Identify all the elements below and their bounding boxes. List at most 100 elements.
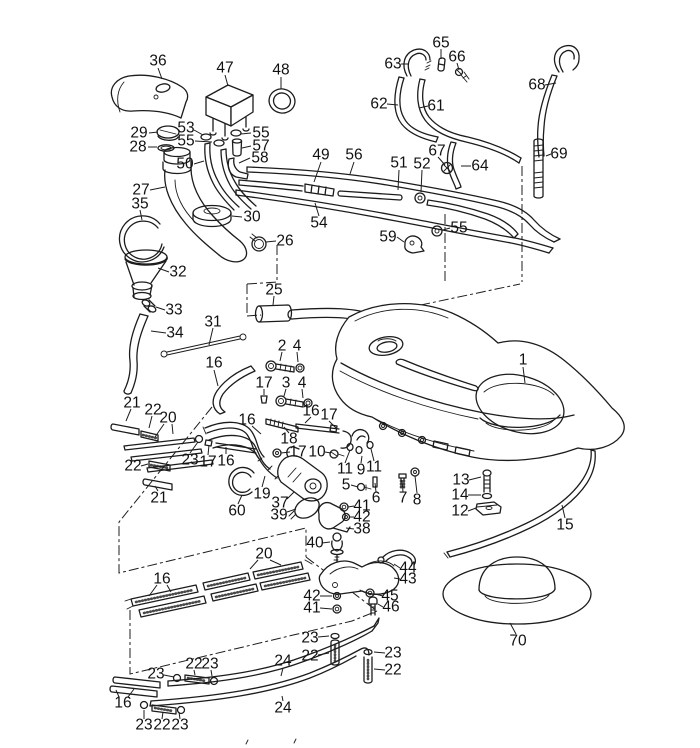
callout-3: 3 — [282, 375, 291, 392]
elbow-fitting — [351, 429, 370, 444]
strap-hardware — [475, 469, 502, 516]
callout-30: 30 — [243, 209, 261, 226]
tube-64 — [446, 141, 462, 190]
vent-hose-34 — [123, 313, 149, 395]
callout-45: 45 — [381, 588, 398, 605]
washer-4 — [295, 363, 305, 373]
callout-17: 17 — [320, 407, 337, 424]
callout-13: 13 — [452, 472, 469, 489]
callout-60: 60 — [228, 503, 246, 520]
relay-box-47 — [205, 84, 254, 141]
callout-63: 63 — [384, 56, 401, 73]
callout-38: 38 — [353, 521, 370, 538]
callout-18: 18 — [280, 431, 297, 448]
nut-23 — [330, 632, 340, 640]
callout-16: 16 — [205, 355, 222, 372]
clip-65 — [437, 57, 446, 72]
callout-4: 4 — [293, 338, 302, 355]
nut-67 — [440, 161, 454, 175]
callout-28: 28 — [129, 139, 146, 156]
callout-48: 48 — [272, 62, 289, 79]
tube-62 — [394, 76, 437, 143]
callout-2: 2 — [278, 338, 287, 355]
callout-42: 42 — [303, 588, 320, 605]
callout-23: 23 — [135, 717, 152, 734]
nut-23 — [139, 700, 149, 710]
callout-22: 22 — [153, 717, 170, 734]
callout-25: 25 — [265, 282, 282, 299]
leader-lines — [115, 49, 566, 720]
nut-23 — [172, 673, 182, 683]
fuel-tank-1 — [331, 302, 625, 462]
callout-52: 52 — [413, 156, 430, 173]
callout-5: 5 — [342, 477, 351, 494]
callout-12: 12 — [451, 503, 468, 520]
retaining-ring-35 — [118, 215, 165, 263]
fuel-line-cluster — [202, 360, 352, 480]
standpipe-22-right — [363, 648, 373, 684]
breather-tubes-right — [394, 44, 580, 199]
callout-23: 23 — [171, 717, 188, 734]
bracket-38 — [317, 501, 351, 533]
rubber-mount-40 — [330, 532, 344, 564]
nut-17 — [272, 448, 282, 458]
callout-23: 23 — [147, 666, 164, 683]
callout-21: 21 — [150, 490, 167, 507]
callout-64: 64 — [471, 158, 489, 175]
callout-49: 49 — [312, 147, 329, 164]
callout-68: 68 — [528, 77, 545, 94]
pipe-21b — [142, 478, 173, 491]
callout-27: 27 — [132, 182, 149, 199]
sleeve-22 — [151, 704, 177, 715]
callout-66: 66 — [448, 49, 465, 66]
callout-23: 23 — [301, 630, 318, 647]
callout-22: 22 — [144, 402, 161, 419]
small-seals-53-55-57-58 — [200, 129, 249, 180]
callout-22: 22 — [185, 656, 202, 673]
bottom-fuel-lines — [109, 617, 380, 715]
callout-16: 16 — [114, 695, 131, 712]
callout-53: 53 — [177, 120, 194, 137]
callout-16: 16 — [238, 412, 255, 429]
ribbed-sleeve-69 — [533, 138, 544, 199]
filler-opening — [368, 336, 404, 356]
bolt-2 — [265, 360, 277, 372]
tube-61 — [417, 78, 520, 164]
callout-23: 23 — [201, 656, 218, 673]
heat-shield-70 — [442, 556, 592, 625]
tank-dome — [475, 373, 565, 435]
connecting-hose-25 — [254, 304, 293, 323]
pump-clamp-39 — [288, 497, 320, 520]
callout-16: 16 — [302, 403, 319, 420]
pipe-16c — [215, 442, 257, 454]
callout-10: 10 — [308, 444, 326, 461]
panel-pipes — [124, 559, 313, 618]
callout-23: 23 — [181, 452, 198, 469]
sleeve-22b — [148, 460, 171, 472]
breather-hoses-top — [235, 166, 561, 254]
nipple-33 — [141, 299, 157, 313]
callout-16: 16 — [153, 571, 170, 588]
callout-41: 41 — [303, 600, 320, 617]
callout-17: 17 — [255, 375, 272, 392]
filler-cap-29 — [156, 125, 180, 141]
callout-43: 43 — [399, 571, 416, 588]
nut-41b — [332, 604, 342, 614]
pump-bracket-43 — [318, 560, 400, 595]
hose-16 — [212, 365, 256, 415]
callout-29: 29 — [130, 125, 147, 142]
callout-56: 56 — [345, 147, 362, 164]
callout-20: 20 — [159, 410, 177, 427]
callout-22: 22 — [301, 648, 318, 665]
vent-pipes-50 — [204, 142, 257, 211]
screw-5 — [356, 482, 366, 492]
callout-44: 44 — [399, 560, 417, 577]
nut-23 — [176, 705, 186, 715]
callout-33: 33 — [165, 302, 182, 319]
callout-6: 6 — [372, 490, 381, 507]
callout-55: 55 — [177, 133, 194, 150]
nut-23 — [363, 648, 373, 656]
callout-4: 4 — [298, 375, 307, 392]
